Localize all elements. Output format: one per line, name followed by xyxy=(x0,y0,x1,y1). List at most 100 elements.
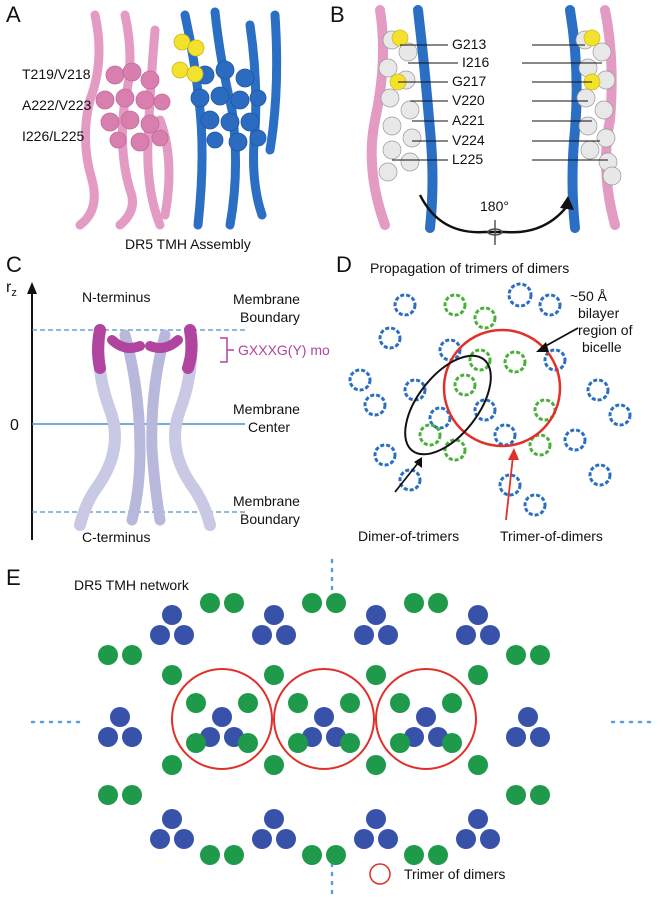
green-dot xyxy=(404,845,424,865)
trimer-circle-2 xyxy=(273,668,375,770)
trimer-of-dimers-circle xyxy=(442,328,562,448)
bottom-boundary-line2: Boundary xyxy=(240,511,300,527)
green-dot xyxy=(224,845,244,865)
panel-a-structure xyxy=(75,7,282,230)
trimer-of-dimers-circles xyxy=(171,668,477,770)
blue-dot xyxy=(456,829,476,849)
green-dot xyxy=(200,593,220,613)
green-dot xyxy=(340,693,360,713)
bicelle-label-2: bilayer xyxy=(578,305,620,321)
green-dot xyxy=(98,645,118,665)
green-dot xyxy=(186,693,206,713)
residue-g213: G213 xyxy=(452,36,487,52)
green-dot xyxy=(162,755,182,775)
green-dot xyxy=(288,693,308,713)
blue-dot xyxy=(366,809,386,829)
panel-a-caption: DR5 TMH Assembly xyxy=(125,236,251,252)
blue-dot xyxy=(276,829,296,849)
green-dot xyxy=(122,645,142,665)
green-dot xyxy=(122,785,142,805)
green-dot xyxy=(506,645,526,665)
trimer-circle-3 xyxy=(375,668,477,770)
panel-d: D Propagation of trimers of dimers xyxy=(330,250,658,550)
panel-c: C rz 0 N-terminus C-terminus GXXXG(Y) mo… xyxy=(0,250,330,550)
residue-a221: A221 xyxy=(452,112,485,128)
residue-pair-3: I226/L225 xyxy=(22,128,85,144)
blue-dot xyxy=(468,605,488,625)
green-dot xyxy=(428,845,448,865)
blue-dot xyxy=(252,625,272,645)
blue-helices xyxy=(348,282,632,517)
green-dot xyxy=(238,733,258,753)
blue-dot xyxy=(314,707,334,727)
blue-dot xyxy=(98,727,118,747)
blue-dot xyxy=(354,625,374,645)
green-dot xyxy=(224,593,244,613)
panel-d-title: Propagation of trimers of dimers xyxy=(370,260,570,276)
panel-c-label: C xyxy=(6,252,22,277)
motif-bracket xyxy=(220,337,234,363)
panel-a: A xyxy=(0,0,330,260)
green-dot xyxy=(264,755,284,775)
blue-dot xyxy=(354,829,374,849)
zero-tick: 0 xyxy=(10,417,19,434)
center-line2: Center xyxy=(248,419,290,435)
green-dot xyxy=(302,845,322,865)
green-dot xyxy=(98,785,118,805)
panel-e-network xyxy=(30,558,657,900)
rotation-arrow xyxy=(418,194,569,234)
blue-dot xyxy=(122,727,142,747)
blue-dot xyxy=(480,625,500,645)
blue-dot xyxy=(518,707,538,727)
panel-e-title: DR5 TMH network xyxy=(74,577,189,593)
blue-dot xyxy=(366,605,386,625)
blue-dot xyxy=(416,707,436,727)
dimer-of-trimers-label: Dimer-of-trimers xyxy=(358,528,460,544)
legend-label: Trimer of dimers xyxy=(404,866,506,882)
bicelle-label-1: ~50 Å xyxy=(570,288,607,304)
green-dot xyxy=(468,755,488,775)
bicelle-label-3: region of xyxy=(578,322,633,338)
green-dot xyxy=(442,693,462,713)
residue-pair-1: T219/V218 xyxy=(22,66,91,82)
top-boundary-line1: Membrane xyxy=(233,291,300,307)
trimer-circle-1 xyxy=(171,668,273,770)
blue-dot xyxy=(530,727,550,747)
legend-circle-icon xyxy=(369,863,391,885)
green-dot xyxy=(326,845,346,865)
network-dots xyxy=(98,593,550,865)
blue-dot xyxy=(264,605,284,625)
center-line1: Membrane xyxy=(233,401,300,417)
blue-dot xyxy=(506,727,526,747)
blue-dot xyxy=(378,625,398,645)
panel-e-label: E xyxy=(6,565,21,590)
blue-dot xyxy=(468,809,488,829)
motif-spheres xyxy=(171,33,205,83)
blue-dot xyxy=(174,625,194,645)
blue-dot xyxy=(150,829,170,849)
green-dot xyxy=(186,733,206,753)
green-dot xyxy=(162,665,182,685)
green-dot xyxy=(326,593,346,613)
green-dot xyxy=(530,785,550,805)
residue-v220: V220 xyxy=(452,92,485,108)
green-dot xyxy=(302,593,322,613)
green-dot xyxy=(366,665,386,685)
panel-d-label: D xyxy=(336,252,352,277)
axis-label: rz xyxy=(6,279,17,299)
top-boundary-line2: Boundary xyxy=(240,309,300,325)
green-dot xyxy=(288,733,308,753)
bicelle-label-4: bicelle xyxy=(582,339,622,355)
green-dot xyxy=(428,593,448,613)
blue-dot xyxy=(264,809,284,829)
green-dot xyxy=(390,733,410,753)
blue-dot xyxy=(162,809,182,829)
blue-dot xyxy=(276,625,296,645)
panel-b: B xyxy=(330,0,658,260)
helix-dimer xyxy=(74,324,216,531)
n-terminus: N-terminus xyxy=(82,289,150,305)
blue-dot xyxy=(480,829,500,849)
panel-d-diagram xyxy=(348,282,632,521)
blue-dot xyxy=(150,625,170,645)
blue-dot xyxy=(252,829,272,849)
